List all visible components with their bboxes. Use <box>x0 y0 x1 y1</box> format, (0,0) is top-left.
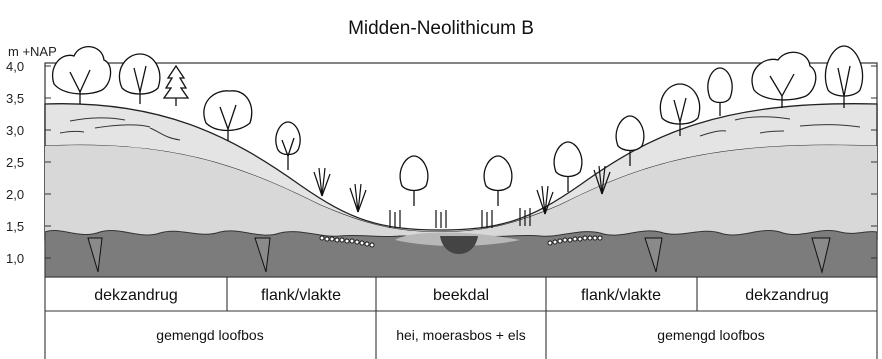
zone-label: dekzandrug <box>94 287 178 304</box>
y-tick-label: 1,5 <box>6 219 24 234</box>
diagram-title: Midden-Neolithicum B <box>348 18 534 39</box>
y-axis-unit: m +NAP <box>8 44 57 59</box>
y-tick-label: 1,0 <box>6 251 24 266</box>
zone-label: beekdal <box>433 287 489 304</box>
vegetation-label: gemengd loofbos <box>156 327 263 343</box>
zone-label: flank/vlakte <box>261 287 341 304</box>
y-tick-label: 2,0 <box>6 187 24 202</box>
y-tick-label: 3,0 <box>6 123 24 138</box>
zone-label: dekzandrug <box>745 287 829 304</box>
vegetation-label: gemengd loofbos <box>657 327 764 343</box>
zone-label: flank/vlakte <box>581 287 661 304</box>
y-tick-label: 4,0 <box>6 59 24 74</box>
vegetation-label: hei, moerasbos + els <box>396 327 526 343</box>
y-tick-label: 2,5 <box>6 155 24 170</box>
y-tick-label: 3,5 <box>6 91 24 106</box>
